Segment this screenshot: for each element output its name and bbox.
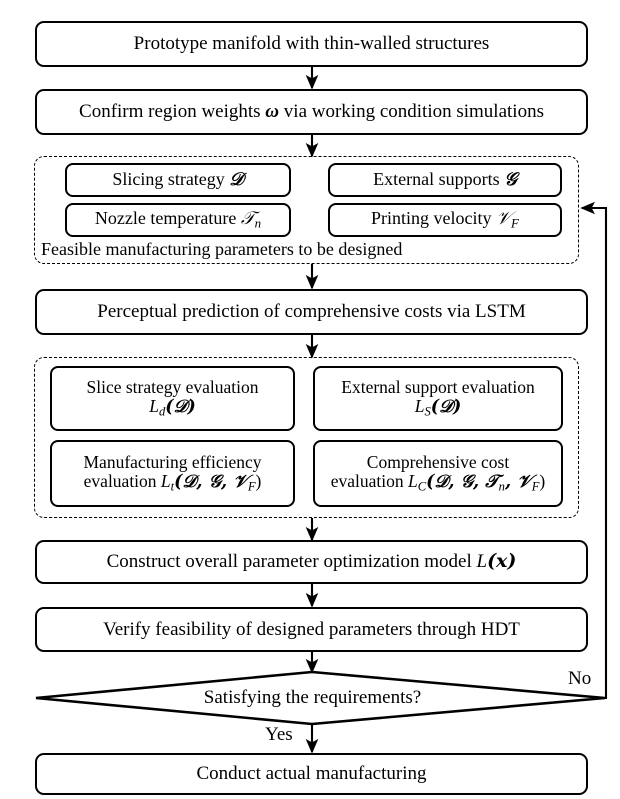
group-feasible-parameters-caption: Feasible manufacturing parameters to be … bbox=[41, 239, 403, 259]
node-manufacturing-efficiency-evaluation-label: Manufacturing efficiency evaluation Lt(𝒟… bbox=[52, 451, 293, 494]
node-prototype-manifold-label: Prototype manifold with thin-walled stru… bbox=[133, 33, 490, 55]
node-external-supports-label: External supports 𝒢 bbox=[330, 169, 560, 190]
symbol-L: L bbox=[476, 551, 488, 573]
node-external-support-evaluation[interactable]: External support evaluation LS(𝒟) bbox=[313, 366, 563, 431]
text-frag: External support evaluation bbox=[341, 376, 535, 397]
group-evaluations bbox=[34, 357, 579, 518]
args-close: ) bbox=[255, 471, 262, 492]
text-frag: Construct overall parameter optimization… bbox=[106, 551, 477, 573]
text-frag: Nozzle temperature bbox=[94, 208, 241, 229]
script-v-symbol: 𝒱 bbox=[496, 208, 512, 230]
args-list: (𝒟, 𝒢, 𝒯 bbox=[426, 472, 499, 493]
node-lstm-prediction-label: Perceptual prediction of comprehensive c… bbox=[97, 301, 526, 323]
subscript-n: n bbox=[498, 480, 505, 494]
args-d: (𝒟) bbox=[165, 397, 196, 418]
edge-label-yes: Yes bbox=[265, 724, 293, 745]
text-frag: External supports bbox=[373, 169, 505, 190]
node-conduct-actual-manufacturing[interactable]: Conduct actual manufacturing bbox=[35, 753, 588, 795]
symbol-L: L bbox=[149, 396, 159, 417]
node-verify-feasibility-hdt[interactable]: Verify feasibility of designed parameter… bbox=[35, 607, 588, 652]
text-frag: via working condition simulations bbox=[279, 101, 544, 123]
args-list: (𝒟, 𝒢, 𝒱 bbox=[174, 472, 248, 493]
node-external-supports[interactable]: External supports 𝒢 bbox=[328, 163, 562, 197]
node-conduct-actual-manufacturing-label: Conduct actual manufacturing bbox=[196, 763, 427, 785]
omega-symbol: ω bbox=[265, 101, 280, 123]
node-construct-optimization-model[interactable]: Construct overall parameter optimization… bbox=[35, 540, 588, 584]
node-printing-velocity-label: Printing velocity 𝒱F bbox=[330, 208, 560, 231]
node-construct-optimization-model-label: Construct overall parameter optimization… bbox=[37, 550, 586, 573]
text-frag: evaluation bbox=[83, 471, 161, 492]
node-comprehensive-cost-evaluation[interactable]: Comprehensive cost evaluation LC(𝒟, 𝒢, 𝒯… bbox=[313, 440, 563, 507]
node-slice-strategy-evaluation-label: Slice strategy evaluation Ld(𝒟) bbox=[52, 376, 293, 419]
subscript-f: F bbox=[247, 480, 256, 494]
args-close: ) bbox=[539, 471, 546, 492]
symbol-L: L bbox=[408, 471, 418, 492]
node-lstm-prediction[interactable]: Perceptual prediction of comprehensive c… bbox=[35, 289, 588, 335]
subscript-f: F bbox=[511, 216, 519, 232]
decision-label-wrapper[interactable]: Satisfying the requirements? bbox=[120, 684, 505, 712]
node-slicing-strategy[interactable]: Slicing strategy 𝒟 bbox=[65, 163, 291, 197]
args-x: (𝒙) bbox=[487, 550, 517, 573]
text-frag: Slice strategy evaluation bbox=[86, 376, 259, 397]
group-feasible-parameters bbox=[34, 156, 579, 264]
text-frag: evaluation bbox=[330, 471, 409, 492]
node-manufacturing-efficiency-evaluation[interactable]: Manufacturing efficiency evaluation Lt(𝒟… bbox=[50, 440, 295, 507]
node-printing-velocity[interactable]: Printing velocity 𝒱F bbox=[328, 203, 562, 237]
decision-label: Satisfying the requirements? bbox=[203, 687, 422, 708]
node-confirm-region-weights-label: Confirm region weights ω via working con… bbox=[37, 101, 586, 122]
subscript-t: t bbox=[170, 480, 175, 494]
node-comprehensive-cost-evaluation-label: Comprehensive cost evaluation LC(𝒟, 𝒢, 𝒯… bbox=[315, 451, 561, 494]
subscript-c: C bbox=[417, 480, 427, 494]
subscript-s: S bbox=[424, 405, 431, 419]
text-frag: Printing velocity bbox=[371, 208, 497, 229]
node-slicing-strategy-label: Slicing strategy 𝒟 bbox=[67, 169, 289, 190]
text-frag: Manufacturing efficiency bbox=[83, 451, 262, 472]
args-d: (𝒟) bbox=[430, 397, 462, 418]
node-confirm-region-weights[interactable]: Confirm region weights ω via working con… bbox=[35, 89, 588, 135]
node-verify-feasibility-hdt-label: Verify feasibility of designed parameter… bbox=[103, 618, 520, 640]
node-nozzle-temperature-label: Nozzle temperature 𝒯n bbox=[67, 208, 289, 231]
symbol-L: L bbox=[160, 471, 171, 492]
script-d-symbol: 𝒟 bbox=[229, 169, 244, 191]
args-mid: , 𝒱 bbox=[504, 472, 532, 493]
text-frag: Comprehensive cost bbox=[366, 451, 510, 472]
text-frag: Slicing strategy bbox=[112, 169, 230, 190]
edge-label-no: No bbox=[568, 668, 592, 689]
node-external-support-evaluation-label: External support evaluation LS(𝒟) bbox=[315, 376, 561, 419]
node-nozzle-temperature[interactable]: Nozzle temperature 𝒯n bbox=[65, 203, 291, 237]
subscript-d: d bbox=[158, 405, 166, 419]
subscript-f: F bbox=[531, 480, 540, 494]
script-t-symbol: 𝒯 bbox=[240, 208, 255, 230]
script-s-symbol: 𝒢 bbox=[504, 169, 517, 191]
text-frag: Confirm region weights bbox=[79, 101, 266, 123]
node-slice-strategy-evaluation[interactable]: Slice strategy evaluation Ld(𝒟) bbox=[50, 366, 295, 431]
symbol-L: L bbox=[414, 396, 425, 417]
subscript-n: n bbox=[254, 216, 262, 232]
node-prototype-manifold[interactable]: Prototype manifold with thin-walled stru… bbox=[35, 21, 588, 67]
